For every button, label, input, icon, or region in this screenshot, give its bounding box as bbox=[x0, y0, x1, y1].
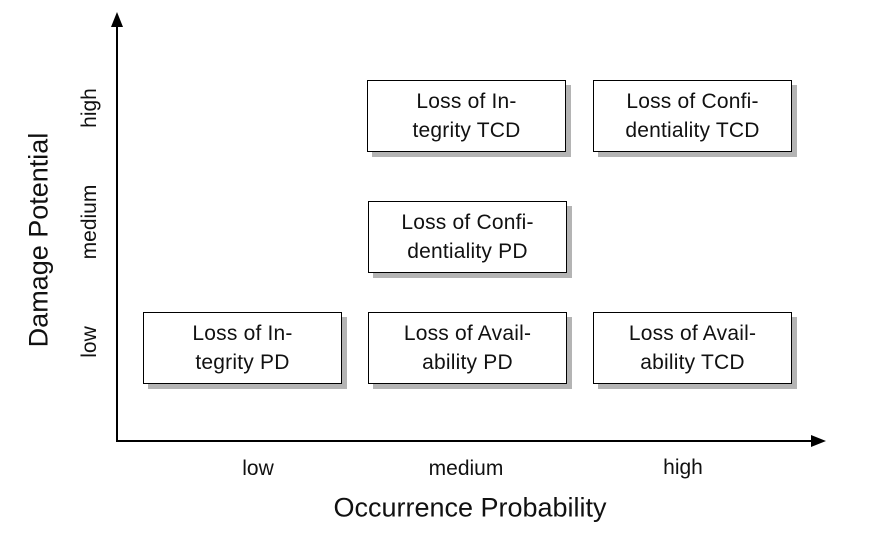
node-label-line: Loss of In- bbox=[416, 90, 517, 113]
x-axis-line bbox=[116, 440, 814, 442]
x-tick-high: high bbox=[663, 456, 703, 479]
node-loss-of-integrity-tcd: Loss of In- tegrity TCD bbox=[367, 80, 566, 152]
y-axis-line bbox=[116, 16, 118, 442]
node-label-line: tegrity PD bbox=[195, 351, 290, 374]
node-label-line: Loss of Confi- bbox=[626, 90, 759, 113]
node-loss-of-availability-pd: Loss of Avail- ability PD bbox=[368, 312, 567, 384]
y-axis-title: Damage Potential bbox=[23, 132, 54, 348]
node-label-line: Loss of Avail- bbox=[628, 322, 757, 345]
node-label-line: dentiality PD bbox=[407, 240, 528, 263]
y-axis-arrowhead-icon bbox=[111, 12, 123, 27]
x-axis-title: Occurrence Probability bbox=[333, 492, 607, 523]
y-tick-low: low bbox=[78, 326, 101, 358]
node-loss-of-confidentiality-pd: Loss of Confi- dentiality PD bbox=[368, 201, 567, 273]
node-label-line: ability TCD bbox=[640, 351, 745, 374]
node-label-line: Loss of Confi- bbox=[401, 211, 534, 234]
x-tick-medium: medium bbox=[428, 457, 504, 480]
node-label-line: ability PD bbox=[422, 351, 513, 374]
x-tick-low: low bbox=[242, 457, 274, 480]
node-label-line: dentiality TCD bbox=[625, 119, 760, 142]
node-loss-of-integrity-pd: Loss of In- tegrity PD bbox=[143, 312, 342, 384]
x-axis-arrowhead-icon bbox=[811, 435, 826, 447]
node-label-line: Loss of Avail- bbox=[403, 322, 532, 345]
node-loss-of-confidentiality-tcd: Loss of Confi- dentiality TCD bbox=[593, 80, 792, 152]
y-tick-medium: medium bbox=[78, 184, 101, 260]
node-label-line: Loss of In- bbox=[192, 322, 293, 345]
node-label-line: tegrity TCD bbox=[412, 119, 521, 142]
y-tick-high: high bbox=[78, 88, 101, 128]
node-loss-of-availability-tcd: Loss of Avail- ability TCD bbox=[593, 312, 792, 384]
